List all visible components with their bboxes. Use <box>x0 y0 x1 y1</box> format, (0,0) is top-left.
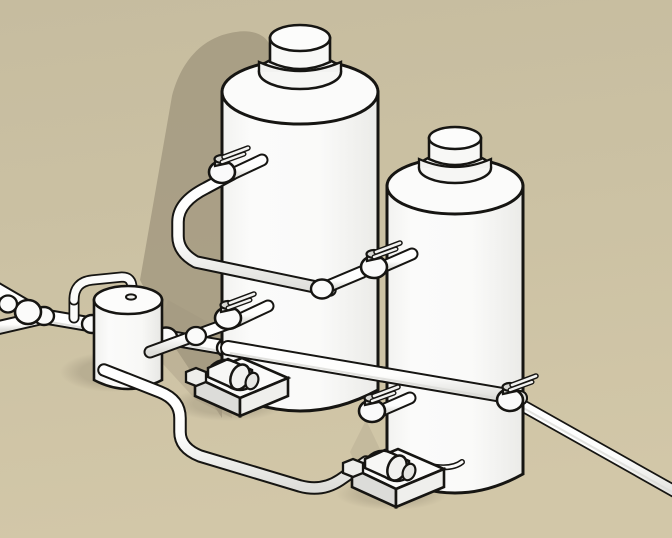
pump-right <box>341 447 448 510</box>
tank-large <box>220 23 380 413</box>
pipe-low-loop <box>97 363 373 495</box>
tee-body <box>13 298 43 326</box>
pump-left-base-front-right <box>238 376 290 418</box>
pipe-left-tee <box>0 294 43 326</box>
tank-large-cap-top <box>268 23 332 53</box>
pump-left-terminal-box <box>184 366 208 388</box>
valve-3[interactable] <box>359 240 419 280</box>
valve-1[interactable] <box>207 145 269 185</box>
pump-right-base-front-right <box>394 467 446 509</box>
pipe-coupling <box>309 278 335 300</box>
pump-right-terminal-box <box>341 457 365 479</box>
shadow-tank-large <box>140 31 271 418</box>
tank-medium-body <box>385 184 525 495</box>
pump-left-shaft <box>244 371 260 391</box>
valve-2[interactable] <box>213 291 275 331</box>
pump-left <box>184 356 292 419</box>
tank-medium <box>385 125 525 495</box>
pipe-far-right <box>509 395 672 498</box>
tank-medium-cap-top <box>427 125 483 151</box>
pump-right-shaft <box>401 462 417 482</box>
valve-5[interactable] <box>495 373 539 413</box>
pipe-coupling <box>184 325 208 347</box>
pipe-coupling <box>0 294 19 314</box>
pipe-header-branch-valve3 <box>309 265 369 300</box>
pipe-main-header-right <box>220 340 528 406</box>
pipe-tank-large-upper-outlet <box>171 167 337 297</box>
valve-4[interactable] <box>357 384 417 424</box>
